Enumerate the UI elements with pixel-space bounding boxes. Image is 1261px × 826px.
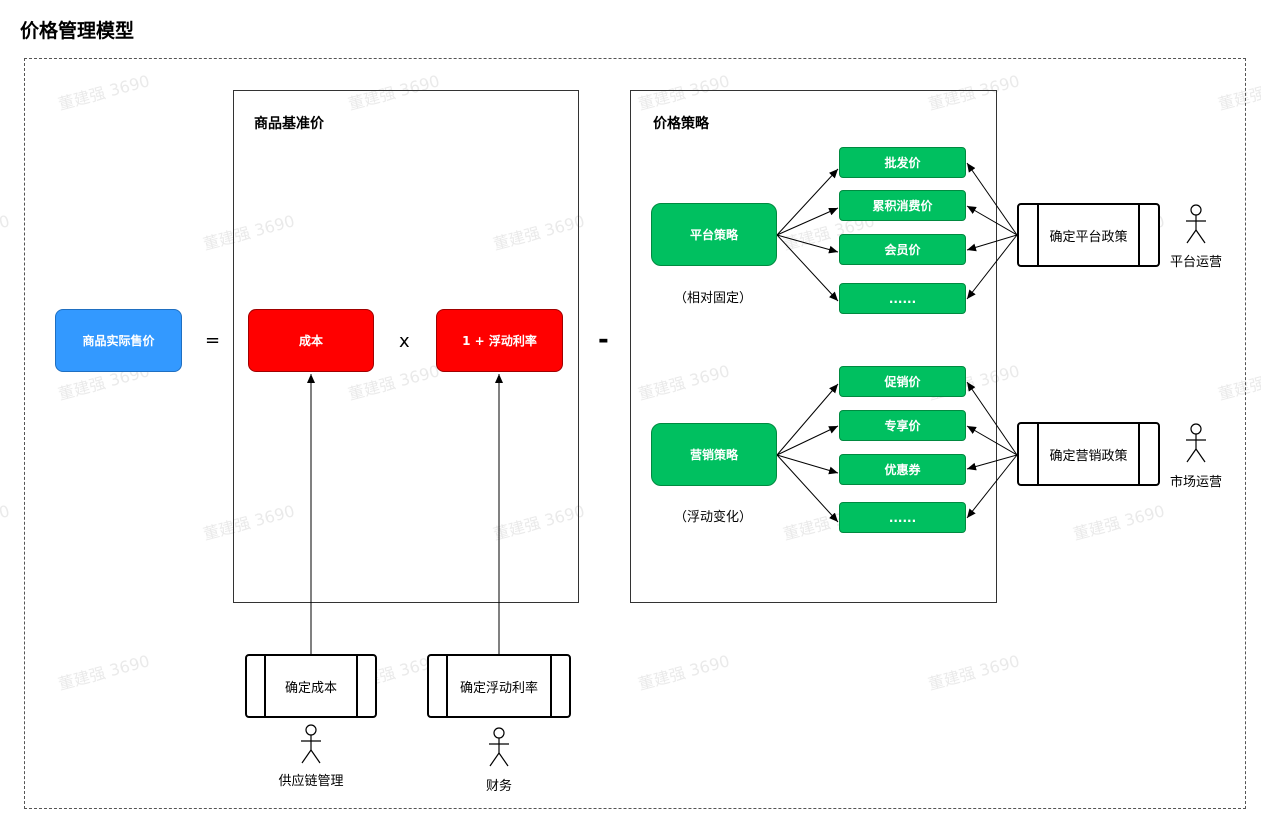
edge-platform-policy-to-item-2 <box>966 205 1018 236</box>
actor-finance-label: 财务 <box>485 779 512 794</box>
multiply-sign: x <box>399 331 410 352</box>
edge-marketing-to-item-4 <box>776 454 839 523</box>
confirm-rate-process[interactable]: 确定浮动利率 <box>427 654 571 718</box>
actor-supply-chain-label: 供应链管理 <box>278 774 344 789</box>
marketing-item-coupon[interactable]: 优惠券 <box>839 454 966 485</box>
base-price-panel: 商品基准价 <box>233 90 579 603</box>
floating-rate-node[interactable]: 1 + 浮动利率 <box>436 309 563 372</box>
edge-platform-to-item-2 <box>776 207 839 236</box>
edge-marketing-to-item-2 <box>776 425 839 456</box>
actor-platform-ops-label: 平台运营 <box>1169 255 1222 270</box>
actor-platform-ops-icon <box>1186 204 1206 244</box>
edge-marketing-policy-to-item-1 <box>966 381 1018 456</box>
platform-item-more[interactable]: ...... <box>839 283 966 314</box>
platform-item-wholesale[interactable]: 批发价 <box>839 147 966 178</box>
actor-market-ops-label: 市场运营 <box>1169 475 1222 490</box>
equals-sign: = <box>205 330 221 351</box>
actor-supply-chain-icon <box>301 724 321 764</box>
marketing-item-promo[interactable]: 促销价 <box>839 366 966 397</box>
edge-marketing-to-item-1 <box>776 383 839 456</box>
confirm-cost-process[interactable]: 确定成本 <box>245 654 377 718</box>
price-strategy-title: 价格策略 <box>653 116 709 132</box>
diagram-frame <box>24 58 1246 809</box>
price-strategy-panel: 价格策略 <box>630 90 997 603</box>
edge-platform-policy-to-item-3 <box>966 234 1018 252</box>
edge-marketing-to-item-3 <box>776 454 839 475</box>
edge-marketing-policy-to-item-3 <box>966 454 1018 471</box>
edge-platform-to-item-4 <box>776 234 839 302</box>
actual-sale-price-node[interactable]: 商品实际售价 <box>55 309 182 372</box>
platform-item-member[interactable]: 会员价 <box>839 234 966 265</box>
platform-item-cumulative[interactable]: 累积消费价 <box>839 190 966 221</box>
page-title: 价格管理模型 <box>20 20 135 42</box>
edge-platform-to-item-3 <box>776 234 839 254</box>
confirm-cost-label: 确定成本 <box>284 680 337 696</box>
confirm-platform-policy-process[interactable]: 确定平台政策 <box>1017 203 1160 267</box>
edge-platform-policy-to-item-1 <box>966 162 1018 236</box>
marketing-item-exclusive[interactable]: 专享价 <box>839 410 966 441</box>
actor-market-ops-icon <box>1186 423 1206 463</box>
platform-strategy-node[interactable]: 平台策略 <box>651 203 777 266</box>
edge-marketing-policy-to-item-2 <box>966 425 1018 456</box>
actor-finance-icon <box>489 727 509 767</box>
marketing-strategy-node[interactable]: 营销策略 <box>651 423 777 486</box>
edge-marketing-policy-to-item-4 <box>966 454 1018 519</box>
marketing-item-more[interactable]: ...... <box>839 502 966 533</box>
marketing-strategy-note: （浮动变化） <box>674 510 753 525</box>
platform-strategy-note: （相对固定） <box>674 291 753 306</box>
edge-platform-to-item-1 <box>776 168 839 236</box>
confirm-marketing-policy-label: 确定营销政策 <box>1049 448 1128 464</box>
base-price-title: 商品基准价 <box>254 116 324 132</box>
confirm-rate-label: 确定浮动利率 <box>459 680 538 696</box>
edge-platform-policy-to-item-4 <box>966 234 1018 300</box>
confirm-platform-policy-label: 确定平台政策 <box>1049 229 1128 245</box>
confirm-marketing-policy-process[interactable]: 确定营销政策 <box>1017 422 1160 486</box>
minus-sign: - <box>598 325 609 355</box>
cost-node[interactable]: 成本 <box>248 309 374 372</box>
